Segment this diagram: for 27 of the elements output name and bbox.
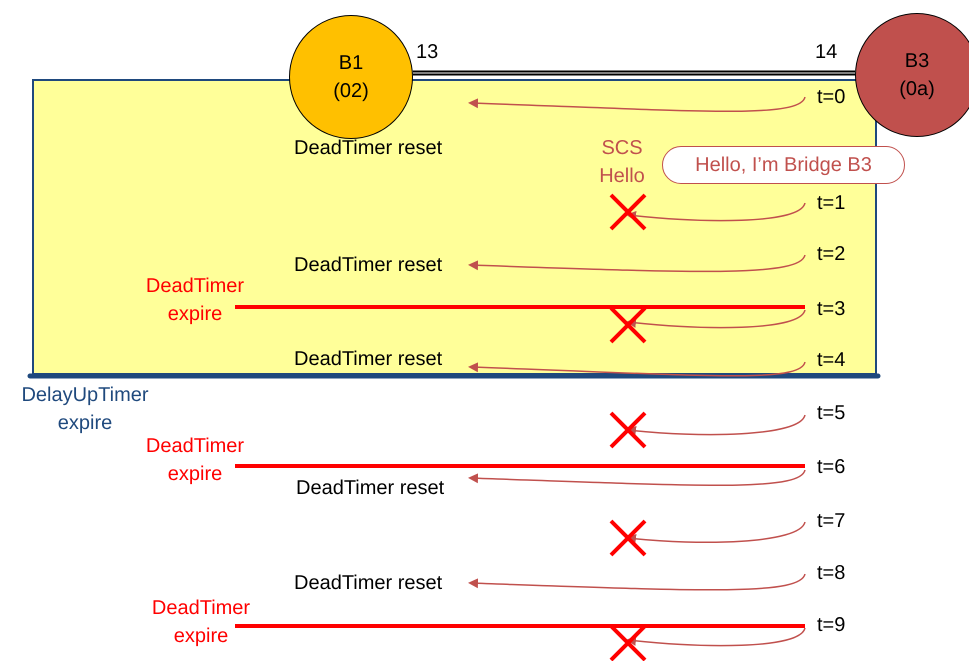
time-label: t=3 bbox=[817, 297, 846, 322]
port-number: 14 bbox=[815, 40, 838, 65]
event-label: DeadTimer reset bbox=[294, 347, 442, 372]
event-label: DeadTimer reset bbox=[294, 136, 442, 161]
time-label: t=4 bbox=[817, 348, 846, 373]
event-label: DeadTimer expire bbox=[150, 596, 252, 649]
time-label: t=6 bbox=[817, 455, 846, 480]
message-label: SCS Hello bbox=[598, 136, 646, 189]
time-label: t=9 bbox=[817, 613, 846, 638]
time-label: t=0 bbox=[817, 85, 846, 110]
event-label: DeadTimer reset bbox=[294, 253, 442, 278]
time-label: t=7 bbox=[817, 509, 846, 534]
time-label: t=1 bbox=[817, 191, 846, 216]
time-label: t=2 bbox=[817, 242, 846, 267]
speech-callout bbox=[662, 146, 905, 184]
node-label: B3 (0a) bbox=[898, 49, 936, 102]
node-label: Hello, I’m Bridge B3 bbox=[694, 153, 873, 178]
event-label: DelayUpTimer expire bbox=[20, 383, 150, 436]
node-label: B1 (02) bbox=[332, 51, 370, 104]
port-number: 13 bbox=[416, 40, 438, 65]
event-label: DeadTimer reset bbox=[294, 571, 442, 596]
time-label: t=8 bbox=[817, 561, 846, 586]
event-label: DeadTimer expire bbox=[144, 434, 246, 487]
time-label: t=5 bbox=[817, 401, 846, 426]
link-line bbox=[412, 70, 856, 76]
event-label: DeadTimer reset bbox=[296, 476, 444, 501]
event-label: DeadTimer expire bbox=[144, 274, 246, 327]
